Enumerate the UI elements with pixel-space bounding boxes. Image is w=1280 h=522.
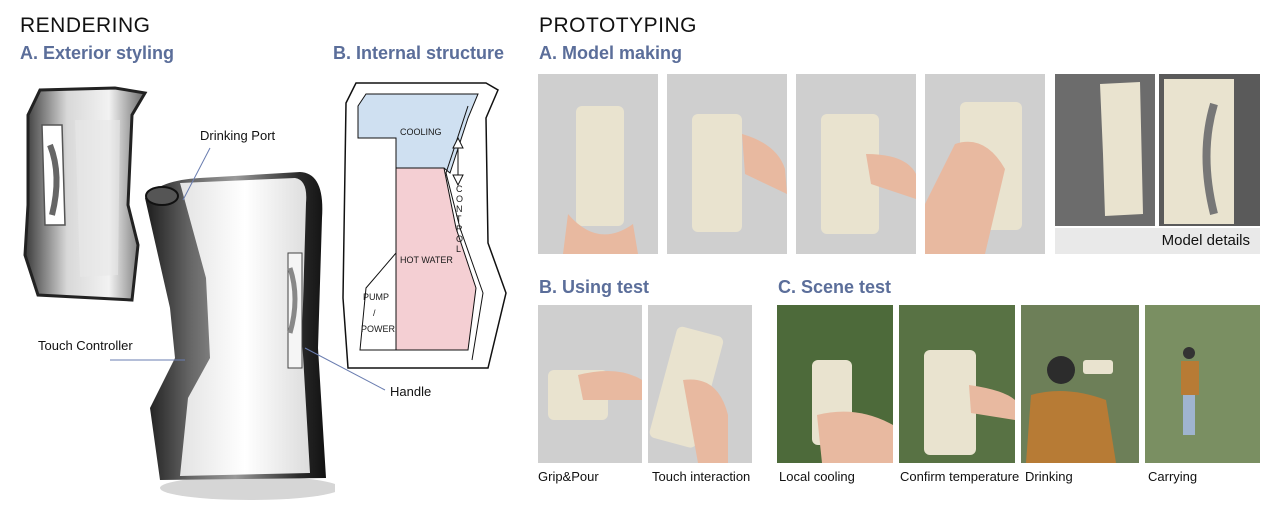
- touch-controller-label: Touch Controller: [38, 338, 133, 353]
- internal-structure-diagram: COOLING HOT WATER PUMP / POWER C O N T R…: [338, 78, 508, 370]
- caption-grip-pour: Grip&Pour: [538, 469, 599, 484]
- scene-photo-local-cooling: [777, 305, 893, 463]
- model-photo-4: [925, 74, 1045, 254]
- prototyping-title: PROTOTYPING: [539, 14, 697, 37]
- caption-carrying: Carrying: [1148, 469, 1198, 484]
- diagram-control-letter: T: [456, 214, 462, 224]
- handle-label: Handle: [390, 384, 432, 399]
- diagram-slash-label: /: [373, 308, 376, 318]
- model-making-title: A. Model making: [539, 43, 683, 63]
- diagram-pump-label: PUMP: [363, 292, 389, 302]
- drinking-port-label: Drinking Port: [200, 128, 276, 143]
- model-photo-1: [538, 74, 658, 254]
- using-test-title: B. Using test: [539, 277, 650, 297]
- scene-photo-confirm-temperature: [899, 305, 1015, 463]
- model-photo-2: [667, 74, 787, 254]
- scene-photo-carrying: [1145, 305, 1260, 463]
- diagram-control-letter: O: [456, 234, 463, 244]
- model-detail-photo-2: [1159, 74, 1260, 226]
- internal-structure-title: B. Internal structure: [333, 43, 505, 63]
- diagram-hot-water-label: HOT WATER: [400, 255, 453, 265]
- rendering-title: RENDERING: [20, 14, 151, 37]
- using-photo-grip-pour: [538, 305, 642, 463]
- diagram-control-letter: L: [456, 244, 461, 254]
- model-photo-3: [796, 74, 916, 254]
- diagram-control-letter: O: [456, 194, 463, 204]
- kettle-rendering-front: [140, 158, 340, 503]
- exterior-styling-title: A. Exterior styling: [20, 43, 175, 63]
- kettle-rendering-back: [20, 85, 150, 305]
- diagram-power-label: POWER: [361, 324, 396, 334]
- using-photo-touch-interaction: [648, 305, 752, 463]
- model-details-label: Model details: [1055, 228, 1260, 254]
- caption-drinking: Drinking: [1025, 469, 1073, 484]
- diagram-cooling-label: COOLING: [400, 127, 442, 137]
- diagram-control-letter: R: [456, 224, 463, 234]
- callout-leader-lines: [110, 147, 386, 391]
- caption-confirm-temperature: Confirm temperature: [900, 469, 1020, 484]
- scene-photo-drinking: [1021, 305, 1139, 463]
- diagram-control-letter: C: [456, 184, 463, 194]
- diagram-control-letter: N: [456, 204, 463, 214]
- caption-local-cooling: Local cooling: [779, 469, 855, 484]
- scene-test-title: C. Scene test: [778, 277, 892, 297]
- model-detail-photo-1: [1055, 74, 1155, 226]
- caption-touch-interaction: Touch interaction: [652, 469, 751, 484]
